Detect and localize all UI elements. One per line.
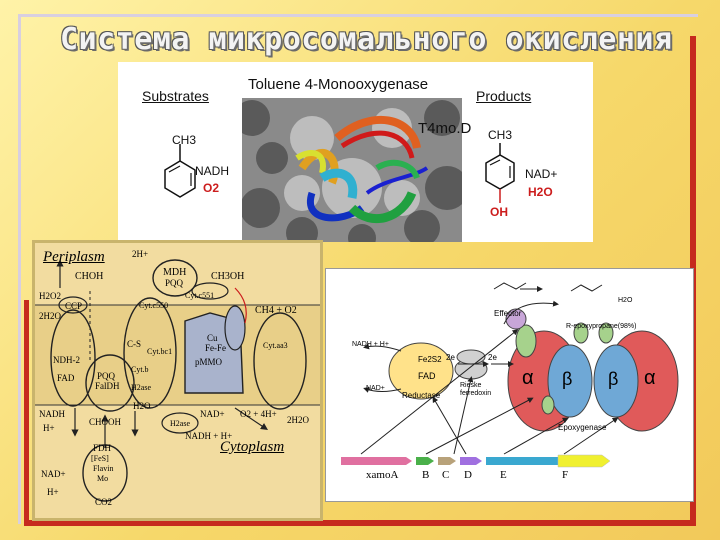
alpha-subunit-right: α — [644, 367, 656, 389]
label-2h2o-right: 2H2O — [287, 415, 309, 425]
protein-label: T4mo.D — [418, 120, 472, 137]
substrates-label: Substrates — [142, 88, 209, 104]
electron-label-2: 2e — [488, 353, 497, 362]
gene-d: D — [464, 469, 472, 481]
frame-line-top — [18, 14, 698, 17]
label-2h2o: 2H2O — [39, 311, 61, 321]
label-nadh-h: NADH + H+ — [185, 431, 233, 441]
epoxypropane-label: R-epoxypropane(98%) — [566, 323, 637, 330]
beta-subunit-right: β — [608, 369, 619, 389]
label-cyt-c551: Cyt.c551 — [185, 291, 215, 300]
nad-plus-right-label: NAD+ — [366, 385, 385, 392]
label-nad-plus: NAD+ — [200, 409, 225, 419]
enzyme-label: Toluene 4-Monooxygenase — [248, 76, 429, 93]
label-2h: 2H+ — [132, 249, 149, 259]
label-fdh: FDH — [93, 443, 112, 453]
gene-b: B — [422, 469, 430, 481]
label-fes: [FeS] — [91, 454, 109, 463]
alpha-subunit-left: α — [522, 367, 534, 389]
ferredoxin-label: ferredoxin — [460, 390, 492, 397]
gene-f: F — [562, 469, 569, 481]
label-fe-fe: Fe-Fe — [205, 343, 226, 353]
label-c-s: C-S — [127, 339, 142, 349]
o2-label: O2 — [203, 181, 220, 195]
cresol-structure — [485, 143, 515, 203]
label-cyt-b: Cyt.b — [131, 365, 149, 374]
label-h2o2: H2O2 — [39, 291, 61, 301]
label-pqq2: PQQ — [97, 371, 116, 381]
label-fad: FAD — [57, 373, 75, 383]
rieske-label: Rieske — [460, 382, 482, 389]
label-cu: Cu — [207, 333, 218, 343]
label-cyt-aa3: Cyt.aa3 — [263, 341, 288, 350]
accent-bar-left — [24, 300, 29, 526]
label-flavin: Flavin — [93, 464, 114, 473]
label-o2-4h: O2 + 4H+ — [240, 409, 277, 419]
label-h2o-left: H2O — [133, 401, 151, 411]
label-ccp: CCP — [65, 301, 83, 311]
gene-xamoa: xamoA — [366, 469, 399, 481]
beta-subunit-left: β — [562, 369, 573, 389]
gene-e: E — [500, 469, 507, 481]
reductase-label: Reductase — [402, 391, 441, 400]
label-cyt-bc1: Cyt.bc1 — [147, 347, 173, 356]
label-mo: Mo — [97, 474, 109, 483]
fad-label: FAD — [418, 371, 436, 381]
label-ch4-o2: CH4 + O2 — [255, 305, 297, 316]
label-faldh: FalDH — [95, 381, 120, 391]
cytoplasm-label: Cytoplasm — [220, 439, 285, 455]
methane-oxidation-diagram: Periplasm Cytoplasm 2H+ CHOH MDH PQQ CH3… — [32, 240, 323, 521]
gene-c: C — [442, 469, 450, 481]
substrate-ch3: CH3 — [172, 133, 197, 147]
nadh-h-label: NADH + H+ — [352, 341, 389, 348]
monooxygenase-diagram: Effector R-epoxypropane(98%) NADH + H+ N… — [325, 268, 694, 502]
label-ndh2: NDH-2 — [53, 355, 80, 365]
label-cyt-c550: Cyt.c550 — [139, 301, 169, 310]
label-h2ase: H2ase — [131, 383, 151, 392]
label-pqq: PQQ — [165, 278, 184, 288]
label-pmmo: pMMO — [195, 357, 223, 367]
label-mdh: MDH — [163, 267, 187, 278]
epoxygenase-label: Epoxygenase — [558, 423, 607, 432]
h2o-right-label: H2O — [618, 297, 633, 304]
label-chooh: CHOOH — [89, 417, 122, 427]
frame-line-left — [18, 14, 21, 524]
slide-title: Система микросомального окисления — [60, 22, 673, 57]
nad-plus-label: NAD+ — [525, 167, 558, 181]
label-nad-plus-2: NAD+ — [41, 469, 66, 479]
label-choh: CHOH — [75, 271, 104, 282]
protein-structure-image — [242, 98, 462, 242]
periplasm-label: Periplasm — [43, 249, 105, 265]
oh-label: OH — [490, 205, 508, 219]
fes-label: Fe2S2 — [418, 355, 442, 364]
label-nadh: NADH — [39, 409, 65, 419]
label-co2: CO2 — [95, 497, 113, 507]
electron-label-1: 2e — [446, 353, 455, 362]
accent-bar-bottom — [24, 520, 696, 526]
toluene-structure — [164, 144, 196, 198]
label-ch3oh: CH3OH — [211, 271, 245, 282]
label-h-plus: H+ — [43, 423, 55, 433]
products-label: Products — [476, 88, 532, 104]
effector-label: Effector — [494, 309, 522, 318]
product-ch3: CH3 — [488, 128, 513, 142]
nadh-label: NADH — [195, 164, 230, 178]
h2o-label: H2O — [528, 185, 553, 199]
label-h2ase-2: H2ase — [170, 419, 190, 428]
label-h-plus-2: H+ — [47, 487, 59, 497]
